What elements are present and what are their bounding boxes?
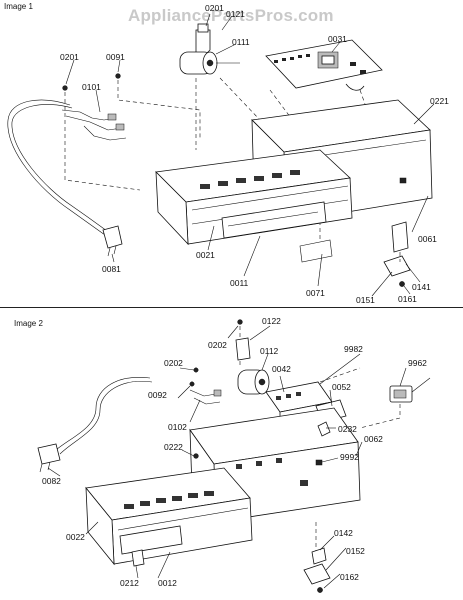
knob-0212	[131, 549, 145, 567]
screw-icon	[237, 319, 243, 325]
callout-label: 0232	[338, 424, 357, 434]
callout-label: 0101	[82, 82, 101, 92]
screw-icon	[193, 367, 199, 373]
callout-label: 0142	[334, 528, 353, 538]
callout-label: 0151	[356, 295, 375, 305]
callout-label: 0112	[260, 346, 279, 356]
callout-label: 0011	[230, 278, 249, 288]
callout-label: 9992	[340, 452, 359, 462]
callout-label: 9982	[344, 344, 363, 354]
screw-icon	[115, 73, 121, 79]
screw-icon	[193, 453, 199, 459]
control-panel-0022	[85, 467, 253, 566]
callout-label: 0061	[418, 234, 437, 244]
screw-icon	[62, 85, 68, 91]
callout-label: 0021	[196, 250, 215, 260]
callout-label: 9962	[408, 358, 427, 368]
callout-label: 0122	[262, 316, 281, 326]
screw-icon	[189, 381, 195, 387]
callout-label: 0221	[430, 96, 449, 106]
wire-harness-0101	[61, 109, 127, 141]
callout-label: 0111	[232, 37, 250, 47]
capacitor-bracket-0121	[195, 23, 211, 55]
capacitor-bracket-0122	[235, 337, 251, 361]
wire-harness-0102	[189, 389, 222, 405]
capacitor-0111	[179, 51, 240, 75]
callout-label: 0092	[148, 390, 167, 400]
display-overlay-0012	[119, 525, 183, 555]
callout-label: 0012	[158, 578, 177, 588]
callout-label: 0141	[412, 282, 431, 292]
callout-label: 0091	[106, 52, 125, 62]
callout-label: 0042	[272, 364, 291, 374]
panel-title: Image 1	[4, 2, 33, 11]
control-board-0031	[265, 39, 383, 91]
panel-title: Image 2	[14, 319, 43, 328]
callout-label: 0202	[164, 358, 183, 368]
thermostat-9962	[389, 377, 431, 403]
exploded-view-panel-2: Image 2	[0, 308, 463, 600]
callout-label: 0222	[164, 442, 183, 452]
callout-label: 0161	[398, 294, 417, 304]
callout-label: 0082	[42, 476, 61, 486]
callout-label: 0071	[306, 288, 325, 298]
callout-label: 0162	[340, 572, 359, 582]
callout-label: 0202	[208, 340, 227, 350]
callout-label: 0121	[226, 9, 245, 19]
callout-label: 0031	[328, 34, 347, 44]
component-9992	[315, 459, 323, 466]
diagram-2-drawing: 0202 0122 0112 9982 9962 0202 0092 0102 …	[37, 316, 431, 593]
callout-label: 0102	[168, 422, 187, 432]
callout-label: 0062	[364, 434, 383, 444]
callout-label: 0052	[332, 382, 351, 392]
callout-label: 0201	[60, 52, 79, 62]
watermark: AppliancePartsPros.com	[128, 6, 334, 25]
callout-label: 0201	[205, 3, 224, 13]
exploded-view-panel-1: Image 1 AppliancePartsPros.com	[0, 2, 463, 308]
clip-0232	[317, 421, 331, 437]
power-cord-0082	[37, 377, 153, 473]
hinge-bracket-0142	[303, 522, 331, 593]
callout-label: 0212	[120, 578, 139, 588]
power-cord-0081	[7, 99, 123, 257]
diagram-1-drawing: 0201 0121 0111 0031 0201 0091 0101 0221 …	[7, 3, 449, 305]
hinge-bracket-0141	[383, 221, 411, 287]
callout-label: 0081	[102, 264, 121, 274]
callout-label: 0152	[346, 546, 365, 556]
callout-label: 0022	[66, 532, 85, 542]
capacitor-0112	[237, 369, 270, 395]
display-overlay-0011	[221, 201, 327, 239]
